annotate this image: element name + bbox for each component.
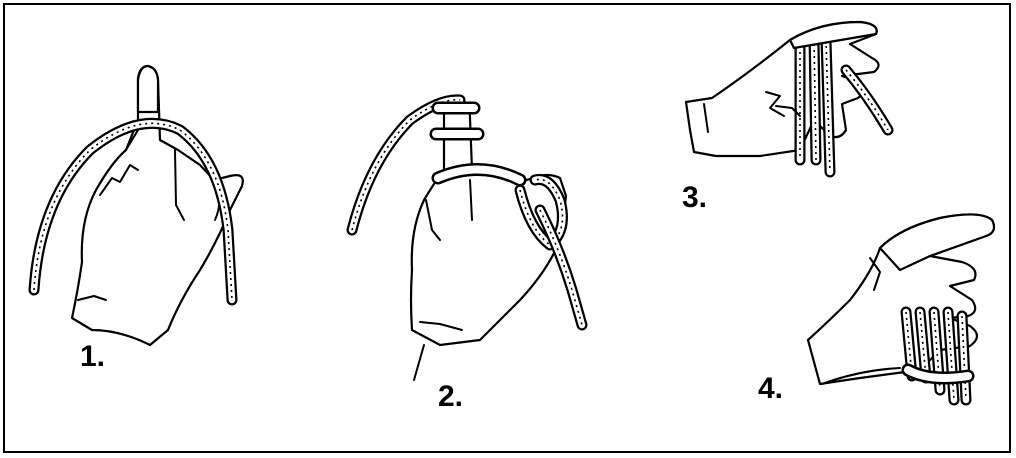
step-3-label: 3.: [682, 183, 707, 213]
step-2-figure: [352, 99, 582, 380]
step-4-label: 4.: [758, 374, 783, 404]
step-3-figure: [686, 22, 888, 172]
step-2-label: 2.: [438, 382, 463, 412]
step-1-figure: [34, 66, 243, 345]
step-1-label: 1.: [80, 342, 105, 372]
step-3-hand: [686, 22, 879, 156]
step-4-figure: [808, 214, 994, 400]
